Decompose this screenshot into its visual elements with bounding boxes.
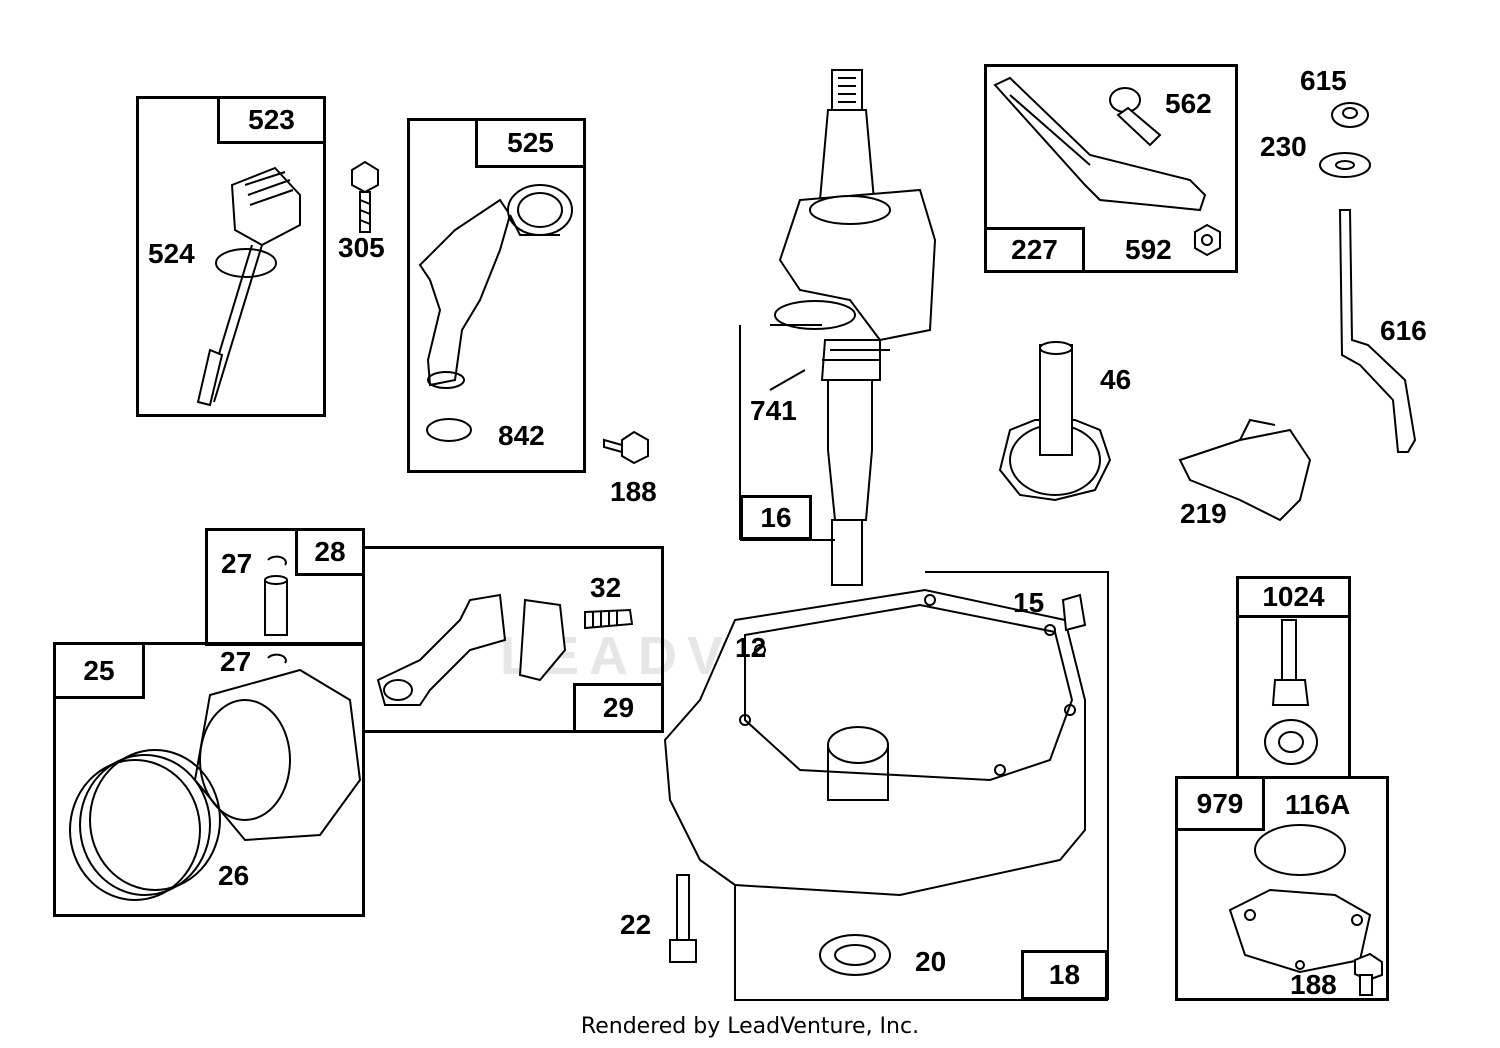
footer-credit: Rendered by LeadVenture, Inc. [580, 1014, 920, 1039]
group-18-tag: 18 [1021, 950, 1108, 1000]
crankcase-leader [734, 571, 1109, 1001]
connecting-rod-part [376, 593, 634, 706]
part-label-46: 46 [1100, 364, 1132, 395]
part-label-219: 219 [1180, 498, 1227, 529]
piston-rings-part [69, 749, 221, 901]
oil-seal-20-part [819, 934, 891, 976]
group-25-tag: 25 [53, 642, 145, 699]
crankshaft-part [774, 69, 937, 586]
part-label-842: 842 [498, 420, 545, 451]
bracket-227-part [993, 76, 1207, 212]
part-label-524: 524 [148, 238, 195, 269]
part-label-27-top: 27 [221, 548, 253, 579]
part-label-230: 230 [1260, 131, 1307, 162]
oil-pump-1024-part [1264, 619, 1318, 765]
group-227-box [984, 64, 1238, 273]
part-label-615: 615 [1300, 65, 1347, 96]
part-label-22: 22 [620, 909, 652, 940]
washer-230-part [1319, 152, 1371, 178]
part-label-12: 12 [735, 632, 767, 663]
part-label-20: 20 [915, 946, 947, 977]
part-label-305: 305 [338, 232, 385, 263]
group-979-tag: 979 [1175, 776, 1265, 831]
part-label-26: 26 [218, 860, 250, 891]
tube-525-part [418, 184, 573, 442]
group-523-tag: 523 [217, 96, 326, 144]
group-979-box [1175, 776, 1389, 1001]
group-1024-tag: 1024 [1236, 576, 1351, 618]
bolt-562-part [1109, 87, 1162, 147]
nut-592-part [1194, 223, 1221, 257]
crankshaft-leader [739, 324, 835, 541]
governor-219-part [1178, 418, 1312, 522]
governor-shaft-616-part [1338, 209, 1417, 453]
part-label-188: 188 [610, 476, 657, 507]
group-29-box [362, 546, 664, 733]
washer-615-part [1331, 102, 1369, 128]
camshaft-46-part [998, 341, 1112, 502]
plug-15-part [1061, 593, 1087, 632]
part-label-116A: 116A [1285, 789, 1351, 820]
group-25-box [53, 642, 365, 917]
bolt-188b-part [1354, 952, 1383, 996]
part-label-616: 616 [1380, 315, 1427, 346]
group-28-tag: 28 [295, 528, 365, 576]
group-525-tag: 525 [475, 118, 586, 168]
group-525-box [407, 118, 586, 473]
group-29-tag: 29 [573, 683, 664, 733]
crankcase-sump-part [663, 588, 1086, 897]
part-label-592: 592 [1125, 234, 1172, 265]
part-label-32: 32 [590, 572, 622, 603]
part-label-15: 15 [1013, 587, 1045, 618]
oil-pump-cover-part [1228, 824, 1372, 974]
part-label-562: 562 [1165, 88, 1212, 119]
bolt-188-part [603, 430, 649, 465]
piston-pin-part [264, 555, 288, 664]
piston-part [193, 668, 362, 842]
group-227-tag: 227 [984, 227, 1085, 273]
bolt-22-part [669, 874, 697, 963]
bolt-305-part [351, 160, 379, 233]
part-label-741: 741 [750, 395, 797, 426]
group-16-tag: 16 [740, 495, 812, 540]
part-label-188-lower: 188 [1290, 969, 1337, 1000]
dipstick-part [196, 166, 301, 407]
part-label-27-bottom: 27 [220, 646, 252, 677]
